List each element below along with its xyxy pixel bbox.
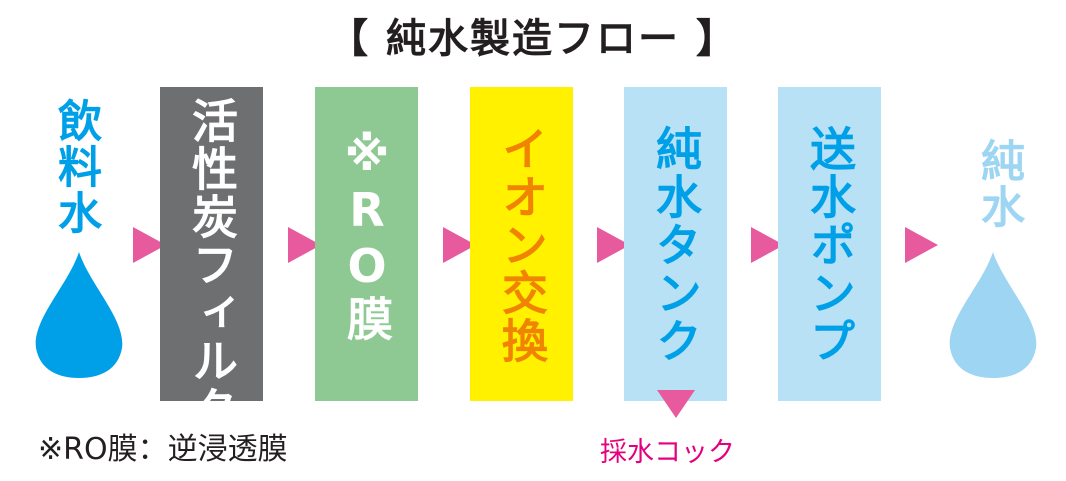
sampling-tap-label: 採水コック xyxy=(600,437,735,468)
step-label: 純水タンク xyxy=(649,125,703,365)
start-water-drop-icon xyxy=(35,252,123,378)
footnote: ※RO膜：逆浸透膜 xyxy=(38,432,288,467)
start-label: 飲料水 xyxy=(50,98,101,236)
step-label: 活性炭フィルター xyxy=(185,97,239,481)
step-activated-carbon-filter: 活性炭フィルター xyxy=(160,87,263,481)
step-water-pump: 送水ポンプ xyxy=(778,87,881,401)
flow-arrow-6 xyxy=(905,227,938,263)
step-pure-water-tank: 純水タンク xyxy=(624,87,727,401)
page-title: 【 純水製造フロー 】 xyxy=(328,16,738,62)
step-label: 送水ポンプ xyxy=(803,125,857,365)
step-ro-membrane: ※RO膜 xyxy=(315,87,418,401)
tap-arrow xyxy=(657,390,695,418)
end-label: 純水 xyxy=(973,138,1024,230)
step-ion-exchange: イオン交換 xyxy=(470,87,573,401)
step-label: イオン交換 xyxy=(495,125,549,365)
step-label: ※RO膜 xyxy=(340,127,394,343)
end-water-drop-icon xyxy=(949,252,1037,378)
